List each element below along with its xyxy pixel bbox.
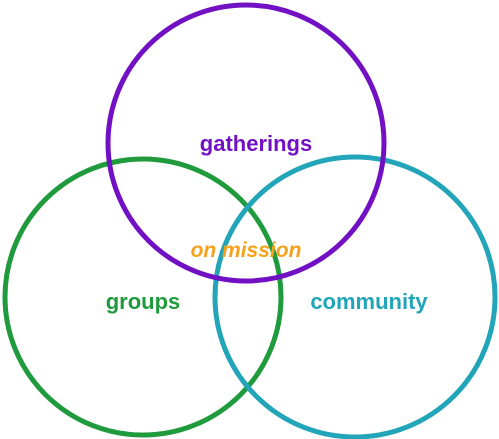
groups-circle [2, 156, 284, 438]
on-mission-label: on mission [191, 239, 302, 262]
community-label: community [310, 289, 428, 314]
community-circle [212, 154, 498, 439]
groups-label: groups [106, 289, 181, 314]
gatherings-label: gatherings [200, 131, 312, 156]
gatherings-circle [105, 2, 387, 284]
